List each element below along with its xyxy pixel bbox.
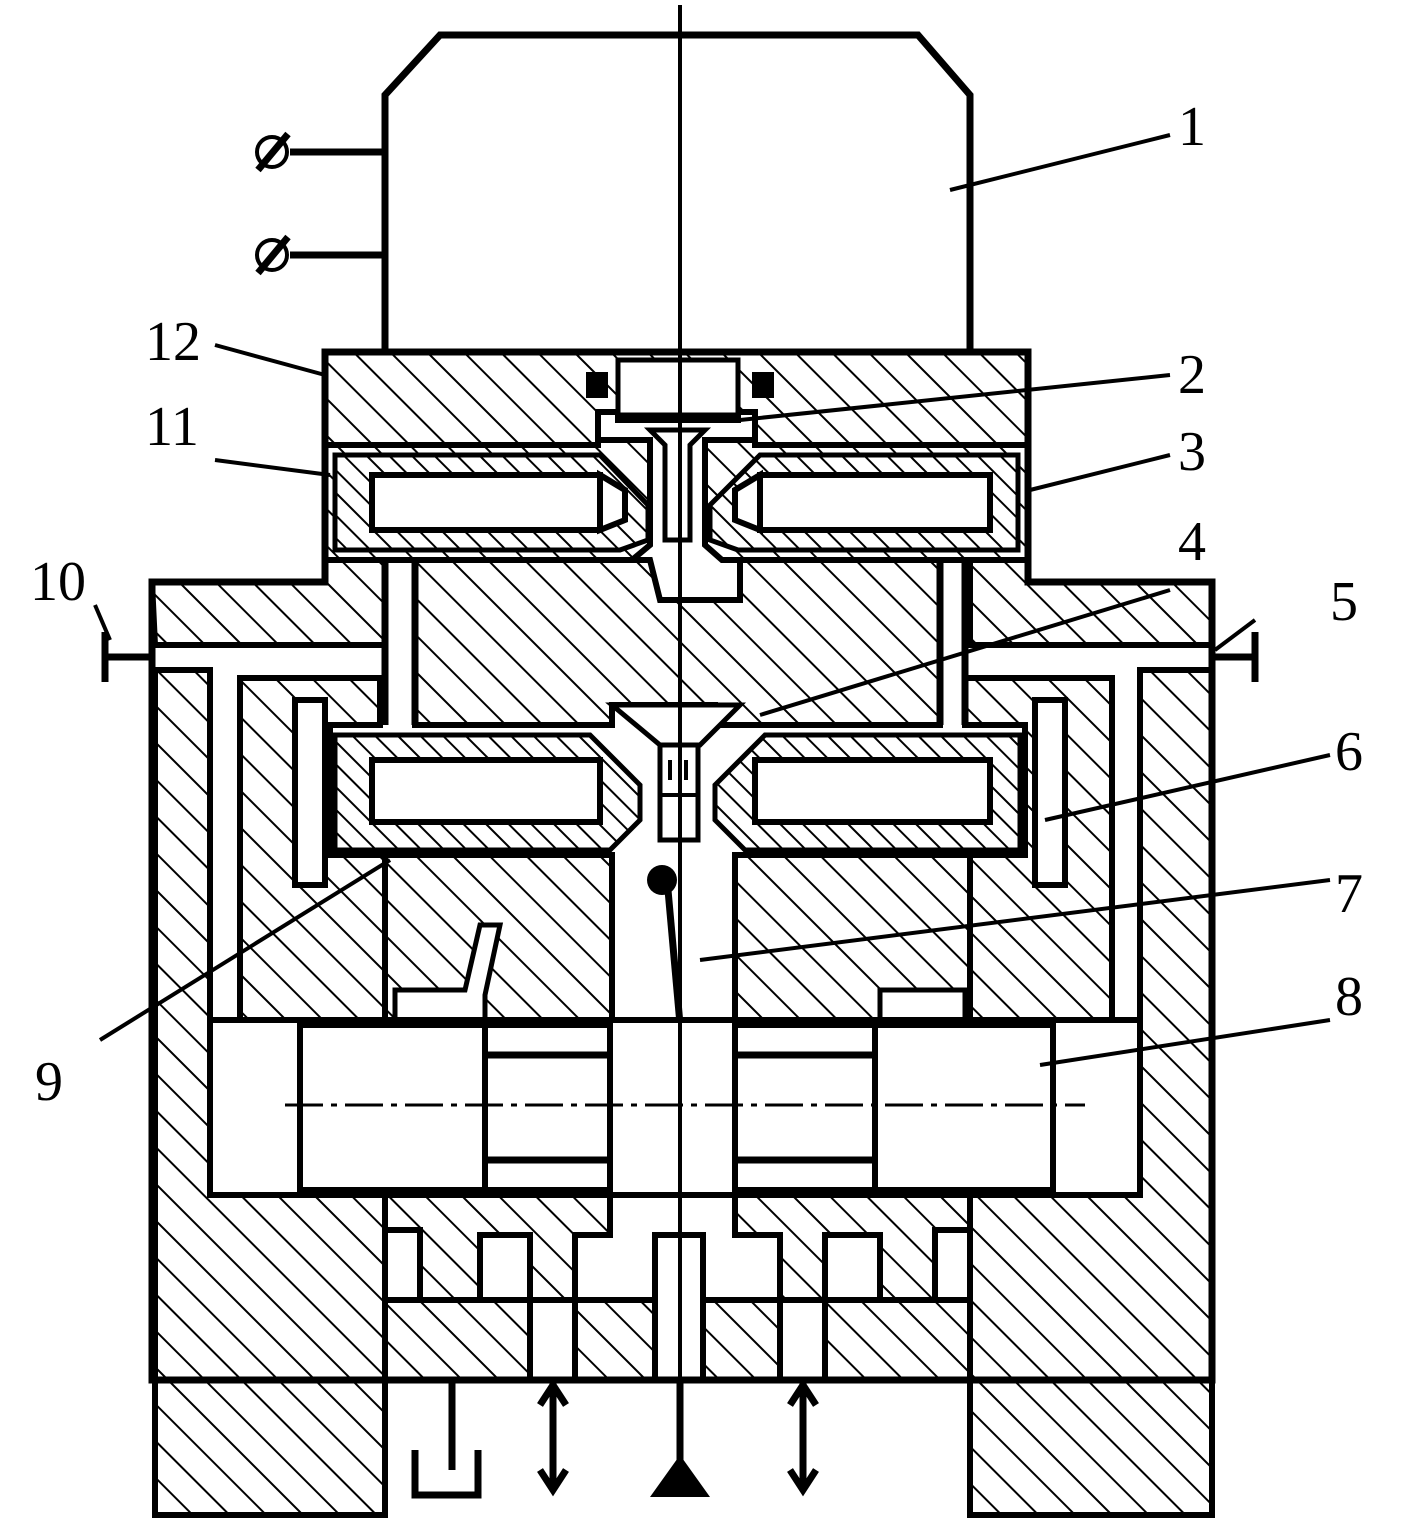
part-label-7: 7	[1335, 863, 1363, 925]
leader-lines	[93, 133, 1331, 1067]
port-symbols	[411, 1378, 819, 1499]
bottom-port-block	[382, 1192, 973, 1383]
part-label-4: 4	[1178, 511, 1206, 573]
part-label-8: 8	[1335, 966, 1363, 1028]
part-label-6: 6	[1335, 721, 1363, 783]
part-label-3: 3	[1178, 421, 1206, 483]
part-label-5: 5	[1330, 571, 1358, 633]
part-label-9: 9	[35, 1051, 63, 1113]
spool-chamber	[207, 1017, 1143, 1198]
part-label-1: 1	[1178, 96, 1206, 158]
lower-nozzle-block	[332, 702, 1023, 853]
solenoid-housing	[255, 31, 974, 352]
part-label-2: 2	[1178, 344, 1206, 406]
part-label-12: 12	[145, 311, 201, 373]
side-ports	[101, 632, 1259, 682]
part-label-11: 11	[145, 396, 199, 458]
part-labels: 1 2 3 4 5 6 7 8 9 10 11 12	[30, 96, 1363, 1113]
upper-nozzle-block	[322, 427, 1031, 563]
valve-stem-assembly	[382, 852, 973, 1118]
part-label-10: 10	[30, 551, 86, 613]
